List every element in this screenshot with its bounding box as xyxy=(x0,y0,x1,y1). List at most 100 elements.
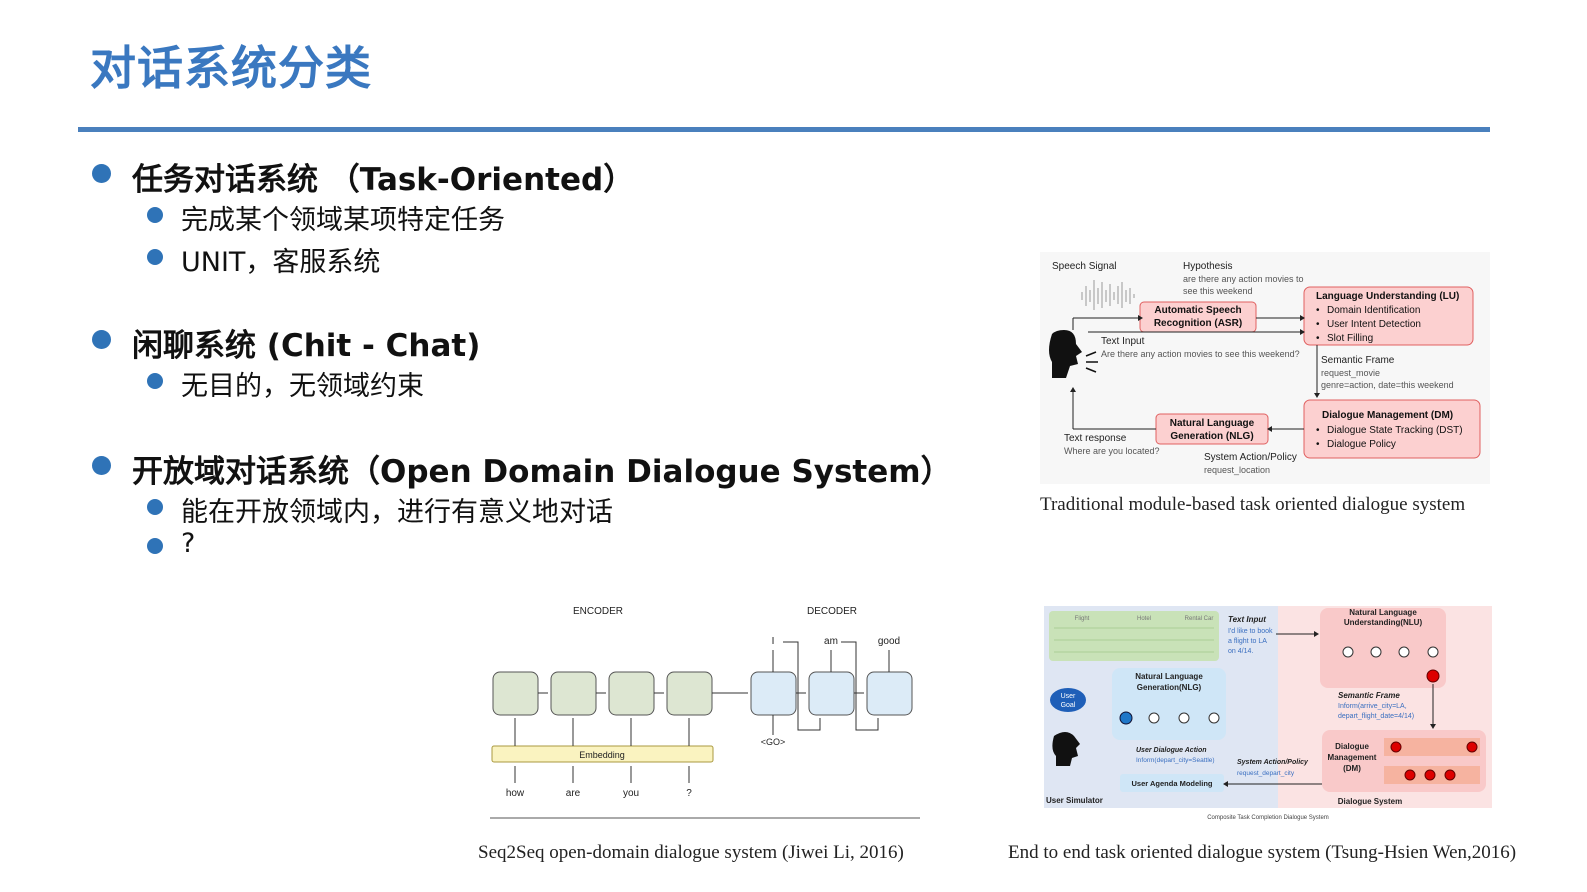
footer-label: Composite Task Completion Dialogue Syste… xyxy=(1207,815,1329,821)
waveform-icon xyxy=(1081,280,1135,310)
output-token: good xyxy=(878,636,900,647)
section-heading: 任务对话系统 （Task-Oriented） xyxy=(132,162,635,198)
db-header: Rental Car xyxy=(1185,616,1214,622)
encoder-cell xyxy=(492,671,539,716)
embedding-bar xyxy=(491,745,714,763)
module-based-caption: Traditional module-based task oriented d… xyxy=(1040,494,1466,515)
user-goal-label: User xyxy=(1061,693,1076,700)
decoder-cell xyxy=(808,671,855,716)
dm-label: Dialogue xyxy=(1335,742,1369,751)
decoder-cell xyxy=(866,671,913,716)
nlg-label: Generation(NLG) xyxy=(1137,683,1202,692)
section-item: UNIT，客服系统 xyxy=(181,247,381,278)
system-action-example: request_depart_city xyxy=(1237,770,1295,777)
dm-item: Dialogue State Tracking (DST) xyxy=(1327,425,1463,436)
lu-item: User Intent Detection xyxy=(1327,319,1421,330)
seq2seq-caption: Seq2Seq open-domain dialogue system (Jiw… xyxy=(478,842,904,863)
bullet-dot xyxy=(147,499,163,515)
input-token: you xyxy=(623,788,639,799)
section-heading: 闲聊系统 (Chit - Chat) xyxy=(132,328,481,364)
section-heading: 开放域对话系统（Open Domain Dialogue System） xyxy=(132,454,952,490)
nlg-label: Generation (NLG) xyxy=(1170,431,1253,442)
speaking-person-icon xyxy=(1049,330,1098,378)
system-action-label: System Action/Policy xyxy=(1204,452,1297,463)
encoder-label: ENCODER xyxy=(573,606,623,617)
bullet-dot xyxy=(92,164,111,183)
dm-item: • xyxy=(1316,425,1320,436)
lu-item: Domain Identification xyxy=(1327,305,1420,316)
bullet-dot xyxy=(147,207,163,223)
asr-label: Automatic Speech xyxy=(1154,305,1241,316)
user-agenda-label: User Agenda Modeling xyxy=(1132,779,1213,788)
bullet-dot xyxy=(92,330,111,349)
semantic-frame-text: request_movie xyxy=(1321,368,1380,378)
input-token: ? xyxy=(686,788,692,799)
output-token: I xyxy=(772,636,775,647)
lu-item: • xyxy=(1316,333,1320,344)
text-input-example: on 4/14. xyxy=(1228,648,1253,655)
asr-label: Recognition (ASR) xyxy=(1154,318,1242,329)
dm-title: Dialogue Management (DM) xyxy=(1322,410,1453,421)
text-input-label: Text Input xyxy=(1101,336,1145,347)
nlu-box xyxy=(1320,608,1446,688)
dm-label: Management xyxy=(1328,753,1377,762)
nlg-label: Natural Language xyxy=(1135,672,1203,681)
hypothesis-text: see this weekend xyxy=(1183,286,1253,296)
semantic-frame-text: Inform(arrive_city=LA, xyxy=(1338,703,1407,710)
input-token: are xyxy=(566,788,581,799)
person-icon xyxy=(1052,732,1080,766)
output-token: am xyxy=(824,636,838,647)
lu-item: • xyxy=(1316,319,1320,330)
section-item: ? xyxy=(181,528,196,559)
end-to-end-diagram: Flight Hotel Rental Car Text Input I'd l… xyxy=(1044,606,1492,821)
title-rule xyxy=(78,127,1490,132)
bullet-dot xyxy=(92,456,111,475)
user-agenda-box xyxy=(1120,774,1224,792)
decoder-cell xyxy=(750,671,797,716)
semantic-frame-text: genre=action, date=this weekend xyxy=(1321,380,1454,390)
text-response-example: Where are you located? xyxy=(1064,446,1160,456)
end-to-end-caption: End to end task oriented dialogue system… xyxy=(1008,842,1517,863)
encoder-cell xyxy=(550,671,597,716)
user-dialogue-action-label: User Dialogue Action xyxy=(1136,747,1207,754)
hypothesis-label: Hypothesis xyxy=(1183,261,1232,272)
nlu-label: Understanding(NLU) xyxy=(1344,618,1423,627)
section-item: 完成某个领域某项特定任务 xyxy=(181,205,505,236)
user-goal-label: Goal xyxy=(1061,702,1076,709)
nlg-label: Natural Language xyxy=(1170,418,1255,429)
text-response-label: Text response xyxy=(1064,433,1127,444)
bullet-dot xyxy=(147,538,163,554)
input-token: how xyxy=(506,788,525,799)
nlu-label: Natural Language xyxy=(1349,608,1417,617)
encoder-cell xyxy=(666,671,713,716)
embedding-label: Embedding xyxy=(579,750,625,760)
encoder-cell xyxy=(608,671,655,716)
lu-title: Language Understanding (LU) xyxy=(1316,291,1459,302)
lu-item: • xyxy=(1316,305,1320,316)
dm-item: Dialogue Policy xyxy=(1327,439,1396,450)
lu-item: Slot Filling xyxy=(1327,333,1373,344)
database-table xyxy=(1049,611,1219,661)
speech-signal-label: Speech Signal xyxy=(1052,261,1117,272)
go-token: <GO> xyxy=(761,737,786,747)
hypothesis-text: are there any action movies to xyxy=(1183,274,1304,284)
db-header: Hotel xyxy=(1137,616,1151,622)
nlg-box xyxy=(1112,668,1226,740)
user-goal-bubble xyxy=(1050,688,1086,712)
bullet-dot xyxy=(147,249,163,265)
lu-box xyxy=(1303,286,1474,346)
user-dialogue-action-example: Inform(depart_city=Seattle) xyxy=(1136,757,1215,764)
module-based-diagram: Speech Signal Hypothesis are there any a… xyxy=(1040,252,1490,484)
user-simulator-label: User Simulator xyxy=(1046,796,1103,805)
db-header: Flight xyxy=(1075,616,1090,622)
text-input-example: a flight to LA xyxy=(1228,638,1267,645)
text-input-label: Text Input xyxy=(1228,615,1266,624)
semantic-frame-label: Semantic Frame xyxy=(1321,355,1395,366)
text-input-example: Are there any action movies to see this … xyxy=(1101,349,1300,359)
semantic-frame-text: depart_flight_date=4/14) xyxy=(1338,713,1414,720)
section-item: 无目的，无领域约束 xyxy=(181,371,424,402)
seq2seq-diagram: ENCODER DECODER Embedding how are you ? … xyxy=(490,606,920,819)
dm-label: (DM) xyxy=(1343,764,1361,773)
slide-title: 对话系统分类 xyxy=(90,41,372,95)
bullet-dot xyxy=(147,373,163,389)
